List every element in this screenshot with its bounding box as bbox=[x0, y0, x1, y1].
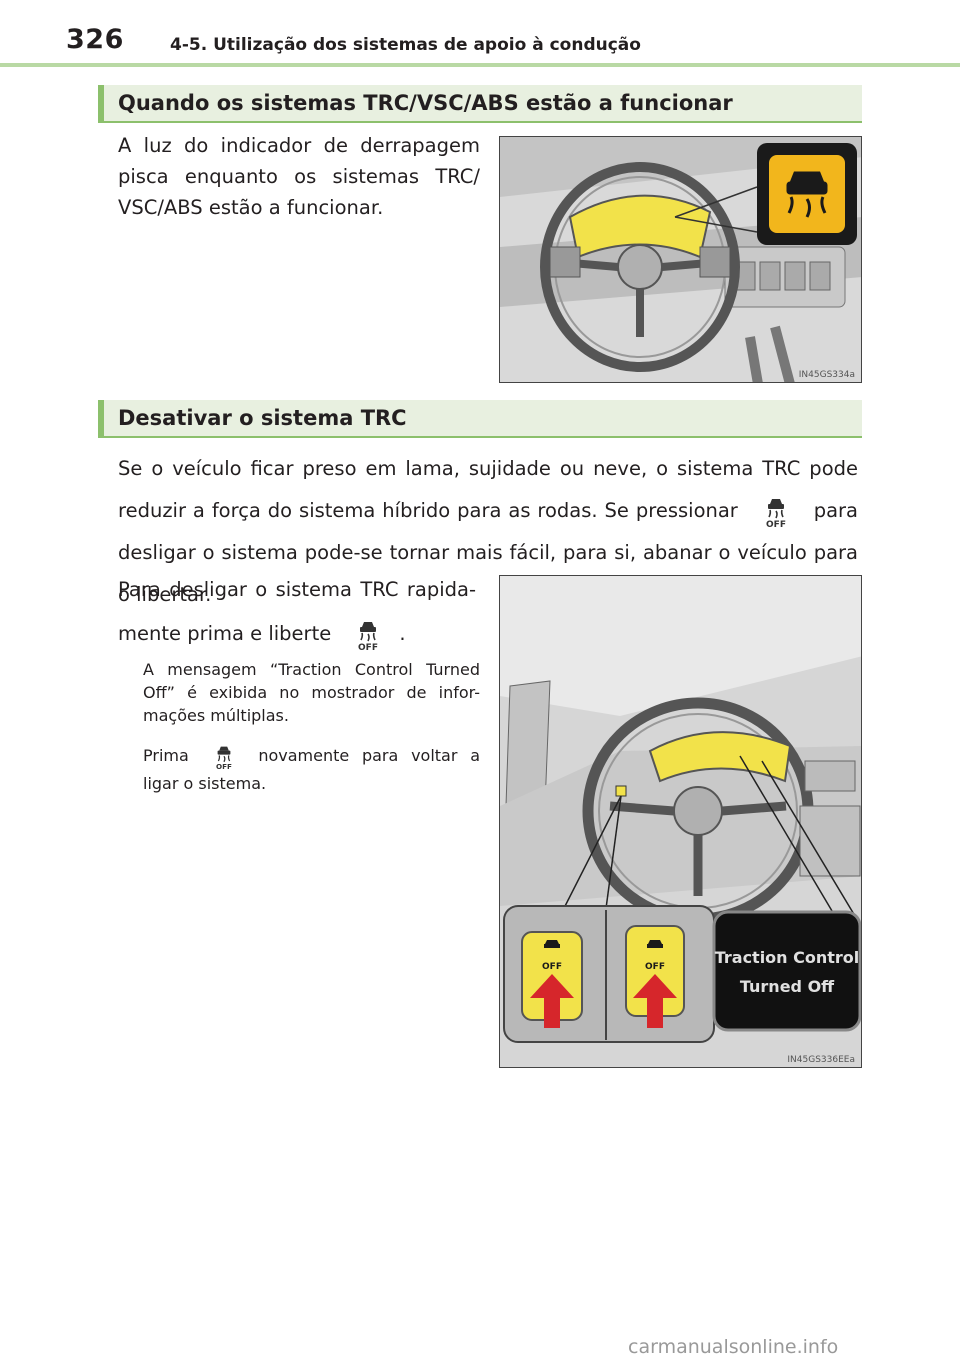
note2-text-start: Prima bbox=[143, 746, 189, 765]
section2-paragraph: Se o veículo ficar preso em lama, sujida… bbox=[118, 448, 858, 616]
section-title: Desativar o sistema TRC bbox=[118, 406, 407, 430]
instruction-text: Para desligar o sistema TRC rapida- ment… bbox=[118, 578, 476, 645]
instruction-period: . bbox=[399, 622, 406, 645]
header-divider bbox=[0, 63, 960, 67]
svg-text:OFF: OFF bbox=[358, 643, 378, 651]
dashboard-illustration-trc-off: OFF OFF Traction Control Turned Off IN45… bbox=[499, 575, 862, 1068]
red-arrow-icon bbox=[530, 974, 677, 1028]
section-title: Quando os sistemas TRC/VSC/ABS estão a f… bbox=[118, 91, 733, 115]
trc-off-button-icon: OFF bbox=[542, 940, 562, 972]
svg-text:OFF: OFF bbox=[542, 962, 562, 972]
section1-paragraph: A luz do indicador de derrapagem pisca e… bbox=[118, 134, 480, 219]
dashboard-drawing bbox=[500, 137, 861, 382]
footer-watermark: carmanualsonline.info bbox=[628, 1336, 839, 1358]
page-number: 326 bbox=[66, 24, 124, 55]
section2-paragraph-part2: para desligar o sistema pode-se tornar m… bbox=[118, 499, 858, 606]
section-heading-disable-trc: Desativar o sistema TRC bbox=[98, 400, 862, 438]
display-message-line1: Traction Control bbox=[715, 948, 860, 967]
section-heading-trc-vsc-abs: Quando os sistemas TRC/VSC/ABS estão a f… bbox=[98, 85, 862, 123]
note-turn-back-on: Prima OFF novamente para voltar a ligar … bbox=[143, 742, 480, 797]
cockpit-drawing: OFF OFF Traction Control Turned Off bbox=[500, 576, 861, 1067]
section2-instruction: Para desligar o sistema TRC rapida- ment… bbox=[118, 568, 476, 656]
trc-off-button-icon: OFF bbox=[766, 498, 786, 528]
display-message-line2: Turned Off bbox=[740, 977, 835, 996]
trc-off-button-icon: OFF bbox=[216, 746, 232, 770]
note-message-displayed: A mensagem “Traction Control Turned Off”… bbox=[143, 660, 480, 725]
svg-text:OFF: OFF bbox=[216, 762, 232, 770]
dashboard-illustration-skid-indicator: IN45GS334a bbox=[499, 136, 862, 383]
skid-indicator-icon bbox=[786, 171, 828, 218]
illustration-code: IN45GS336EEa bbox=[787, 1055, 855, 1065]
svg-text:OFF: OFF bbox=[766, 520, 786, 528]
trc-off-button-icon: OFF bbox=[645, 940, 665, 972]
illustration-code: IN45GS334a bbox=[798, 370, 855, 380]
section2-paragraph-part1: Se o veículo ficar preso em lama, sujida… bbox=[118, 457, 858, 522]
trc-off-button-icon: OFF bbox=[358, 621, 378, 651]
chapter-title: 4-5. Utilização dos sistemas de apoio à … bbox=[170, 35, 641, 55]
note2-text-end: novamente para voltar a ligar o sistema. bbox=[143, 746, 480, 793]
svg-text:OFF: OFF bbox=[645, 962, 665, 972]
